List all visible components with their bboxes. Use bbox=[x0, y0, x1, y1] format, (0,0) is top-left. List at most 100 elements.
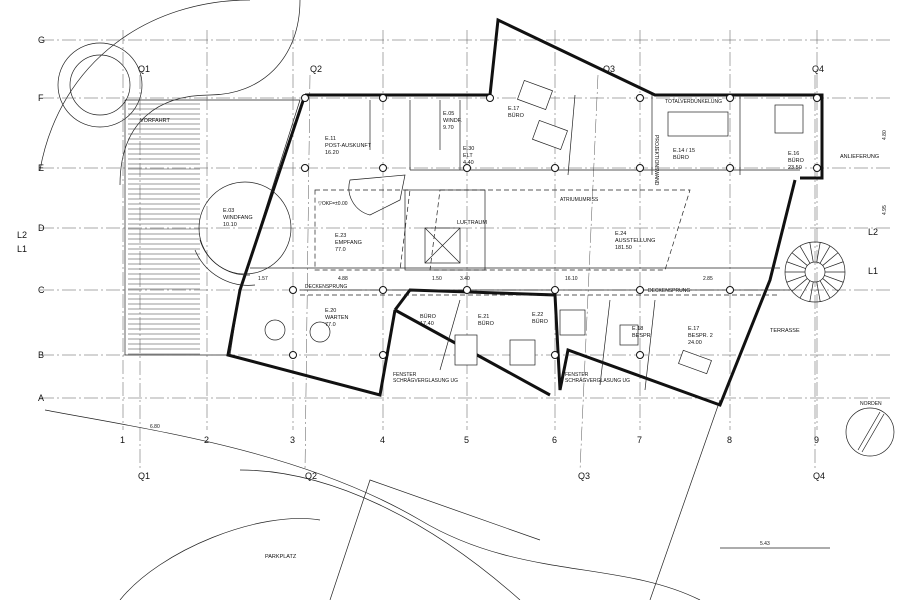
section-q4-bottom: Q4 bbox=[813, 471, 825, 481]
svg-text:ELT: ELT bbox=[463, 153, 473, 159]
column-marker bbox=[463, 286, 471, 294]
column-marker bbox=[636, 351, 644, 359]
svg-text:BÜRO: BÜRO bbox=[788, 157, 805, 164]
north-arrow: NORDEN bbox=[845, 401, 895, 457]
section-q1-top: Q1 bbox=[138, 64, 150, 74]
column-marker bbox=[636, 286, 644, 294]
svg-text:17.40: 17.40 bbox=[420, 321, 434, 327]
section-q4-top: Q4 bbox=[812, 64, 824, 74]
svg-text:BESPR: BESPR bbox=[632, 333, 651, 339]
projektionswand-label: PROJEKTIONSWAND bbox=[653, 135, 659, 186]
windfang-rotunda bbox=[198, 181, 292, 275]
svg-text:BESPR. 2: BESPR. 2 bbox=[688, 333, 713, 339]
column-marker bbox=[301, 94, 309, 102]
col-label-7: 7 bbox=[637, 435, 642, 445]
svg-text:E.16: E.16 bbox=[788, 151, 799, 157]
svg-text:SCHRÄGVERGLASUNG UG: SCHRÄGVERGLASUNG UG bbox=[393, 377, 458, 384]
svg-text:E.05: E.05 bbox=[443, 111, 454, 117]
row-label-d: D bbox=[38, 223, 45, 233]
col-label-6: 6 bbox=[552, 435, 557, 445]
anlieferung-label: ANLIEFERUNG bbox=[840, 154, 879, 160]
atriumumriss-label: ATRIUMUMRISS bbox=[560, 197, 599, 203]
stair-tread bbox=[824, 261, 844, 269]
svg-text:E.03: E.03 bbox=[223, 208, 234, 214]
svg-text:E.17: E.17 bbox=[688, 326, 699, 332]
col-label-5: 5 bbox=[464, 435, 469, 445]
section-l2-left: L2 bbox=[17, 230, 27, 240]
row-label-b: B bbox=[38, 350, 44, 360]
dim: 16.10 bbox=[565, 276, 578, 282]
section-q1-bottom: Q1 bbox=[138, 471, 150, 481]
stair-tread bbox=[824, 275, 844, 283]
stair-tread bbox=[822, 278, 839, 292]
furniture bbox=[264, 80, 804, 375]
svg-text:77.0: 77.0 bbox=[335, 247, 346, 253]
svg-text:E.14 / 15: E.14 / 15 bbox=[673, 148, 695, 154]
okf-label: ▽OKF=±0.00 bbox=[318, 201, 348, 207]
svg-text:POST-AUSKUNFT: POST-AUSKUNFT bbox=[325, 143, 372, 149]
col-label-1: 1 bbox=[120, 435, 125, 445]
stair-tread bbox=[809, 281, 814, 302]
svg-text:FENSTER: FENSTER bbox=[393, 372, 417, 378]
stair-tread bbox=[809, 242, 814, 263]
column-marker bbox=[636, 164, 644, 172]
stair-tread bbox=[791, 252, 808, 266]
svg-text:LUFTRAUM: LUFTRAUM bbox=[457, 220, 487, 226]
atrium-outline bbox=[429, 189, 691, 271]
room-luftraum: LUFTRAUM bbox=[457, 220, 487, 226]
section-q3-bottom: Q3 bbox=[578, 471, 590, 481]
row-label-e: E bbox=[38, 163, 44, 173]
svg-text:BÜRO: BÜRO bbox=[420, 313, 437, 320]
column-marker bbox=[463, 164, 471, 172]
svg-text:FENSTER: FENSTER bbox=[565, 372, 589, 378]
terrasse-label: TERRASSE bbox=[770, 328, 800, 334]
building-walls bbox=[226, 17, 824, 407]
svg-text:EMPFANG: EMPFANG bbox=[335, 240, 362, 246]
column-marker bbox=[726, 164, 734, 172]
dim: 1.57 bbox=[258, 276, 268, 282]
stair-tread bbox=[816, 281, 821, 302]
terrace-hatch bbox=[124, 99, 301, 356]
svg-text:E.23: E.23 bbox=[335, 233, 346, 239]
stair-tread bbox=[816, 242, 821, 263]
dim: 1.50 bbox=[432, 276, 442, 282]
column-marker bbox=[551, 351, 559, 359]
svg-text:E.22: E.22 bbox=[532, 312, 543, 318]
section-q2-top: Q2 bbox=[310, 64, 322, 74]
dim: 4.80 bbox=[882, 130, 888, 140]
annotations: VORFAHRT ANLIEFERUNG TERRASSE PARKPLATZ … bbox=[140, 99, 879, 560]
svg-text:WINDFANG: WINDFANG bbox=[223, 215, 253, 221]
parkplatz-label: PARKPLATZ bbox=[265, 554, 297, 560]
col-label-9: 9 bbox=[814, 435, 819, 445]
dim: 6.80 bbox=[150, 424, 160, 430]
deckensprung-left: DECKENSPRUNG bbox=[305, 284, 347, 290]
section-q2-bottom: Q2 bbox=[305, 471, 317, 481]
column-marker bbox=[551, 286, 559, 294]
north-label: NORDEN bbox=[860, 401, 882, 407]
svg-text:BÜRO: BÜRO bbox=[478, 320, 495, 327]
column-marker bbox=[379, 286, 387, 294]
stair-tread bbox=[791, 278, 808, 292]
column-marker bbox=[726, 286, 734, 294]
section-l1-right: L1 bbox=[868, 266, 878, 276]
svg-text:24.00: 24.00 bbox=[688, 340, 702, 346]
totalverdunkelung-label: TOTALVERDUNKELUNG bbox=[665, 99, 722, 105]
row-label-f: F bbox=[38, 93, 44, 103]
dim: 3.40 bbox=[460, 276, 470, 282]
dim: 4.95 bbox=[882, 205, 888, 215]
svg-text:16.20: 16.20 bbox=[325, 150, 339, 156]
stair-tread bbox=[786, 275, 806, 283]
row-label-c: C bbox=[38, 285, 45, 295]
svg-text:E.21: E.21 bbox=[478, 314, 489, 320]
col-label-4: 4 bbox=[380, 435, 385, 445]
